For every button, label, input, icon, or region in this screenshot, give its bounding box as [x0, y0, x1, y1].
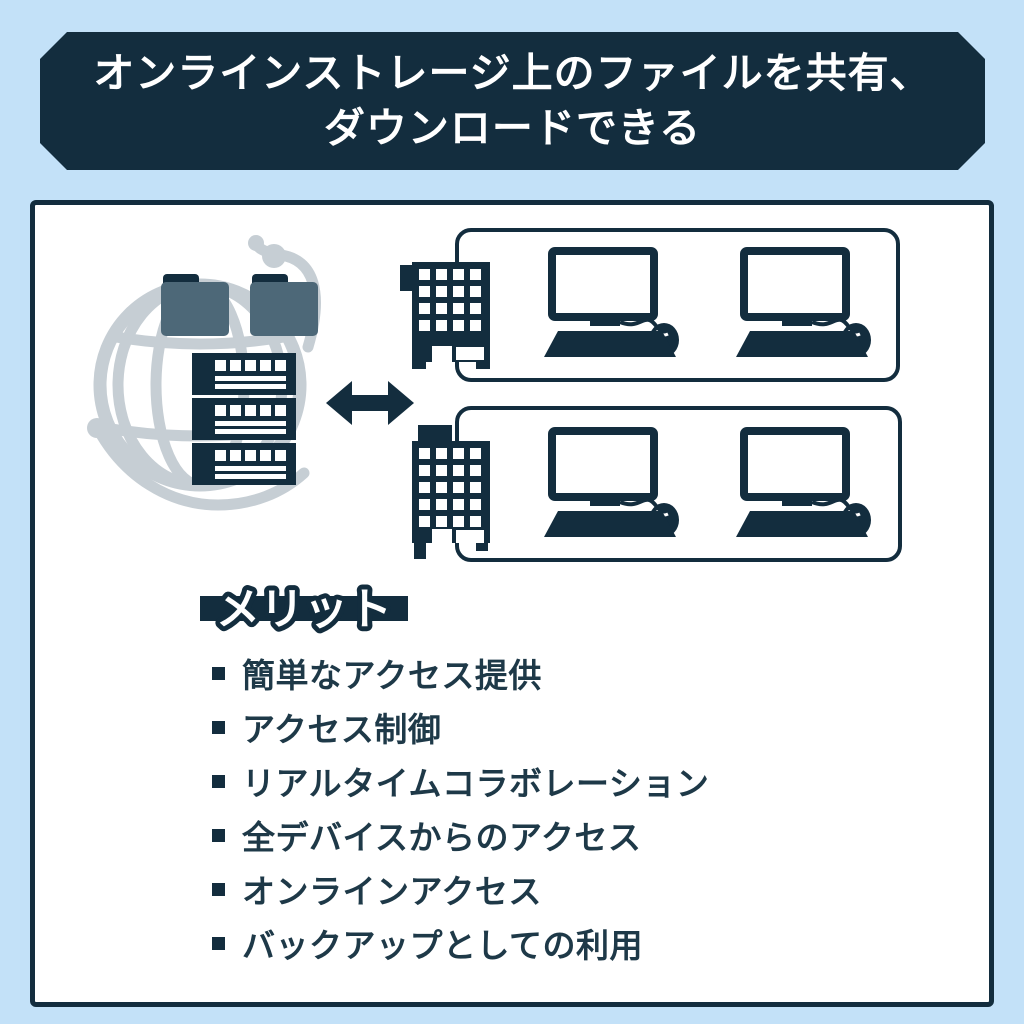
merits-heading-bar — [200, 596, 408, 621]
merit-item: アクセス制御 — [212, 700, 709, 754]
shared-folder-icon — [161, 274, 229, 336]
building-icon — [400, 262, 490, 369]
merit-item-text: 簡単なアクセス提供 — [242, 657, 542, 694]
merit-item-text: オンラインアクセス — [242, 873, 542, 910]
orbit-dot — [87, 418, 107, 438]
merit-item-text: リアルタイムコラボレーション — [242, 765, 710, 802]
merit-item: 簡単なアクセス提供 — [212, 646, 709, 700]
merit-item-text: アクセス制御 — [242, 711, 442, 748]
merits-heading-label: メリット — [216, 585, 392, 634]
orbit-dot — [248, 235, 264, 251]
bullet-square-icon — [212, 882, 225, 896]
page-title-line2: ダウンロードできる — [323, 105, 702, 151]
merits-heading: メリット — [200, 580, 408, 639]
merit-item-text: 全デバイスからのアクセス — [242, 819, 642, 856]
bullet-square-icon — [212, 936, 225, 950]
merit-item: バックアップとしての利用 — [212, 916, 709, 970]
shared-folder-icon — [250, 274, 318, 336]
bullet-square-icon — [212, 774, 225, 788]
merit-item: リアルタイムコラボレーション — [212, 754, 709, 808]
merit-item-text: バックアップとしての利用 — [242, 927, 644, 964]
title-banner: オンラインストレージ上のファイルを共有、 ダウンロードできる — [40, 32, 985, 170]
cloud-storage-diagram — [87, 228, 902, 562]
building-icon — [412, 425, 490, 559]
double-arrow-icon — [326, 381, 414, 425]
bullet-square-icon — [212, 666, 225, 680]
storage-server-icon — [192, 353, 296, 485]
merit-item: 全デバイスからのアクセス — [212, 808, 709, 862]
page-title-line1: オンラインストレージ上のファイルを共有、 — [93, 49, 932, 96]
orbit-dot — [262, 244, 286, 268]
bullet-square-icon — [212, 828, 225, 842]
bullet-square-icon — [212, 720, 225, 734]
merit-item: オンラインアクセス — [212, 862, 709, 916]
merits-list: 簡単なアクセス提供 アクセス制御 リアルタイムコラボレーション 全デバイスからの… — [212, 646, 709, 970]
orbit-arc-bottom — [92, 423, 310, 511]
